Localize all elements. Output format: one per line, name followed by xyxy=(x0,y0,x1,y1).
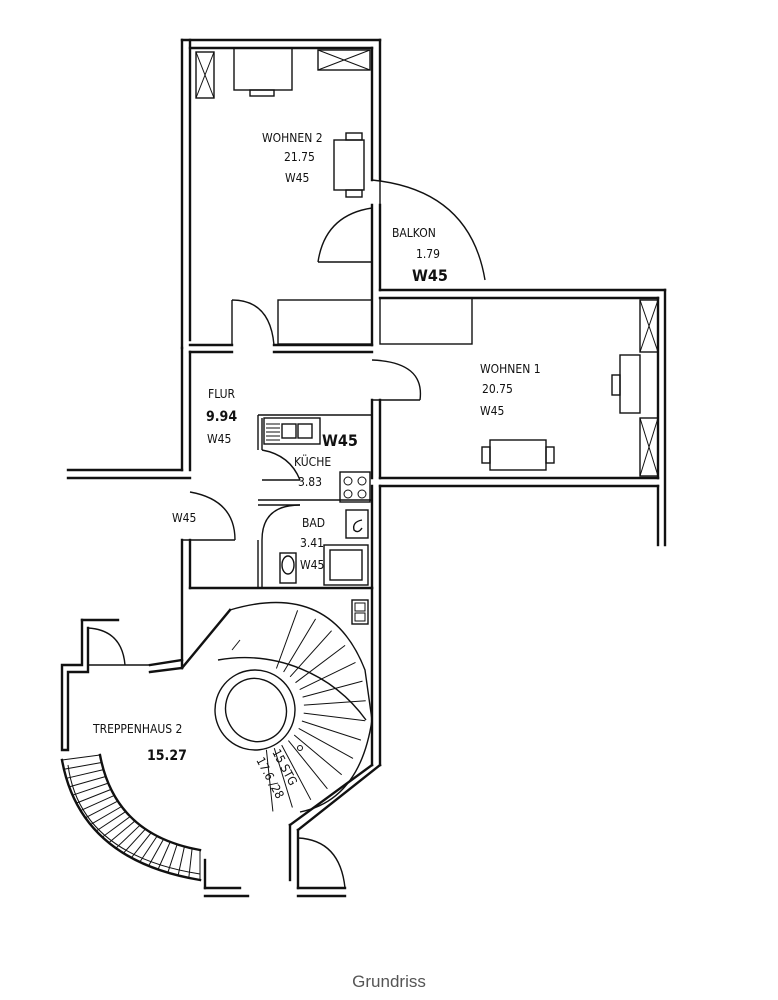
balkon-area: 1.79 xyxy=(416,247,440,261)
kueche-code: W45 xyxy=(322,431,358,450)
bad-name: BAD xyxy=(302,516,325,530)
curved-wall-hatch xyxy=(61,754,101,761)
hall-code: W45 xyxy=(172,511,196,525)
curved-wall-hatch xyxy=(108,820,136,844)
wohnen1-name: WOHNEN 1 xyxy=(480,362,541,376)
stair-tread xyxy=(299,661,356,691)
balkon-code: W45 xyxy=(412,266,448,285)
room-labels: WOHNEN 2 21.75 W45 BALKON 1.79 W45 WOHNE… xyxy=(92,131,541,801)
curved-wall-hatch xyxy=(188,848,193,878)
curved-wall-hatch xyxy=(130,832,152,859)
curved-wall-hatch xyxy=(177,846,185,876)
furniture xyxy=(233,47,641,625)
flur-name: FLUR xyxy=(208,387,236,401)
kueche-area: 3.83 xyxy=(298,475,322,489)
treppenhaus-name: TREPPENHAUS 2 xyxy=(92,722,182,736)
doors xyxy=(87,179,486,889)
wohnen2-name: WOHNEN 2 xyxy=(262,131,323,145)
stair-tread xyxy=(302,680,363,698)
bad-code: W45 xyxy=(300,558,324,572)
curved-wall-hatch xyxy=(157,841,171,870)
stair-tread xyxy=(303,712,366,722)
stair-tread xyxy=(293,734,343,776)
treppenhaus-area: 15.27 xyxy=(147,748,187,764)
stair-tread xyxy=(303,700,366,706)
balkon-name: BALKON xyxy=(392,226,436,240)
stair-tread xyxy=(295,645,346,684)
stair-tread xyxy=(281,744,312,801)
curved-wall-hatch xyxy=(95,811,126,832)
wohnen2-code: W45 xyxy=(285,171,309,185)
curved-wall-hatch xyxy=(66,769,104,779)
curved-wall-hatch xyxy=(72,782,109,796)
curved-wall-hatch xyxy=(102,816,131,838)
wohnen1-code: W45 xyxy=(480,404,504,418)
spiral-stair xyxy=(214,601,373,813)
stair-tread xyxy=(288,740,328,790)
stair-tread xyxy=(301,720,362,741)
curved-wall-hatch xyxy=(123,828,146,854)
curved-wall-hatch xyxy=(80,794,115,812)
curved-wall-hatch xyxy=(90,806,122,826)
stair-tread xyxy=(273,748,293,808)
curved-stair-wall xyxy=(60,753,202,882)
plan-caption: Grundriss xyxy=(352,972,426,991)
curved-wall-hatch xyxy=(148,838,164,867)
flur-code: W45 xyxy=(207,432,231,446)
curved-wall-hatch xyxy=(85,800,119,819)
stair-tread xyxy=(275,610,299,669)
curved-wall-hatch xyxy=(69,776,106,788)
curved-wall-hatch xyxy=(76,788,112,804)
wohnen2-area: 21.75 xyxy=(284,150,315,164)
bad-area: 3.41 xyxy=(300,536,324,550)
curved-wall-hatch xyxy=(63,762,102,770)
stair-tread xyxy=(289,630,332,678)
curved-wall-hatch xyxy=(139,835,158,863)
windows xyxy=(195,49,659,477)
curved-wall-hatch xyxy=(167,844,178,873)
curved-wall-hatch xyxy=(115,824,141,849)
wohnen1-area: 20.75 xyxy=(482,382,513,396)
flur-area: 9.94 xyxy=(206,409,237,425)
stair-tread xyxy=(265,749,274,812)
kueche-name: KÜCHE xyxy=(294,453,331,469)
stair-tread xyxy=(298,727,354,759)
stair-tread xyxy=(283,618,317,673)
